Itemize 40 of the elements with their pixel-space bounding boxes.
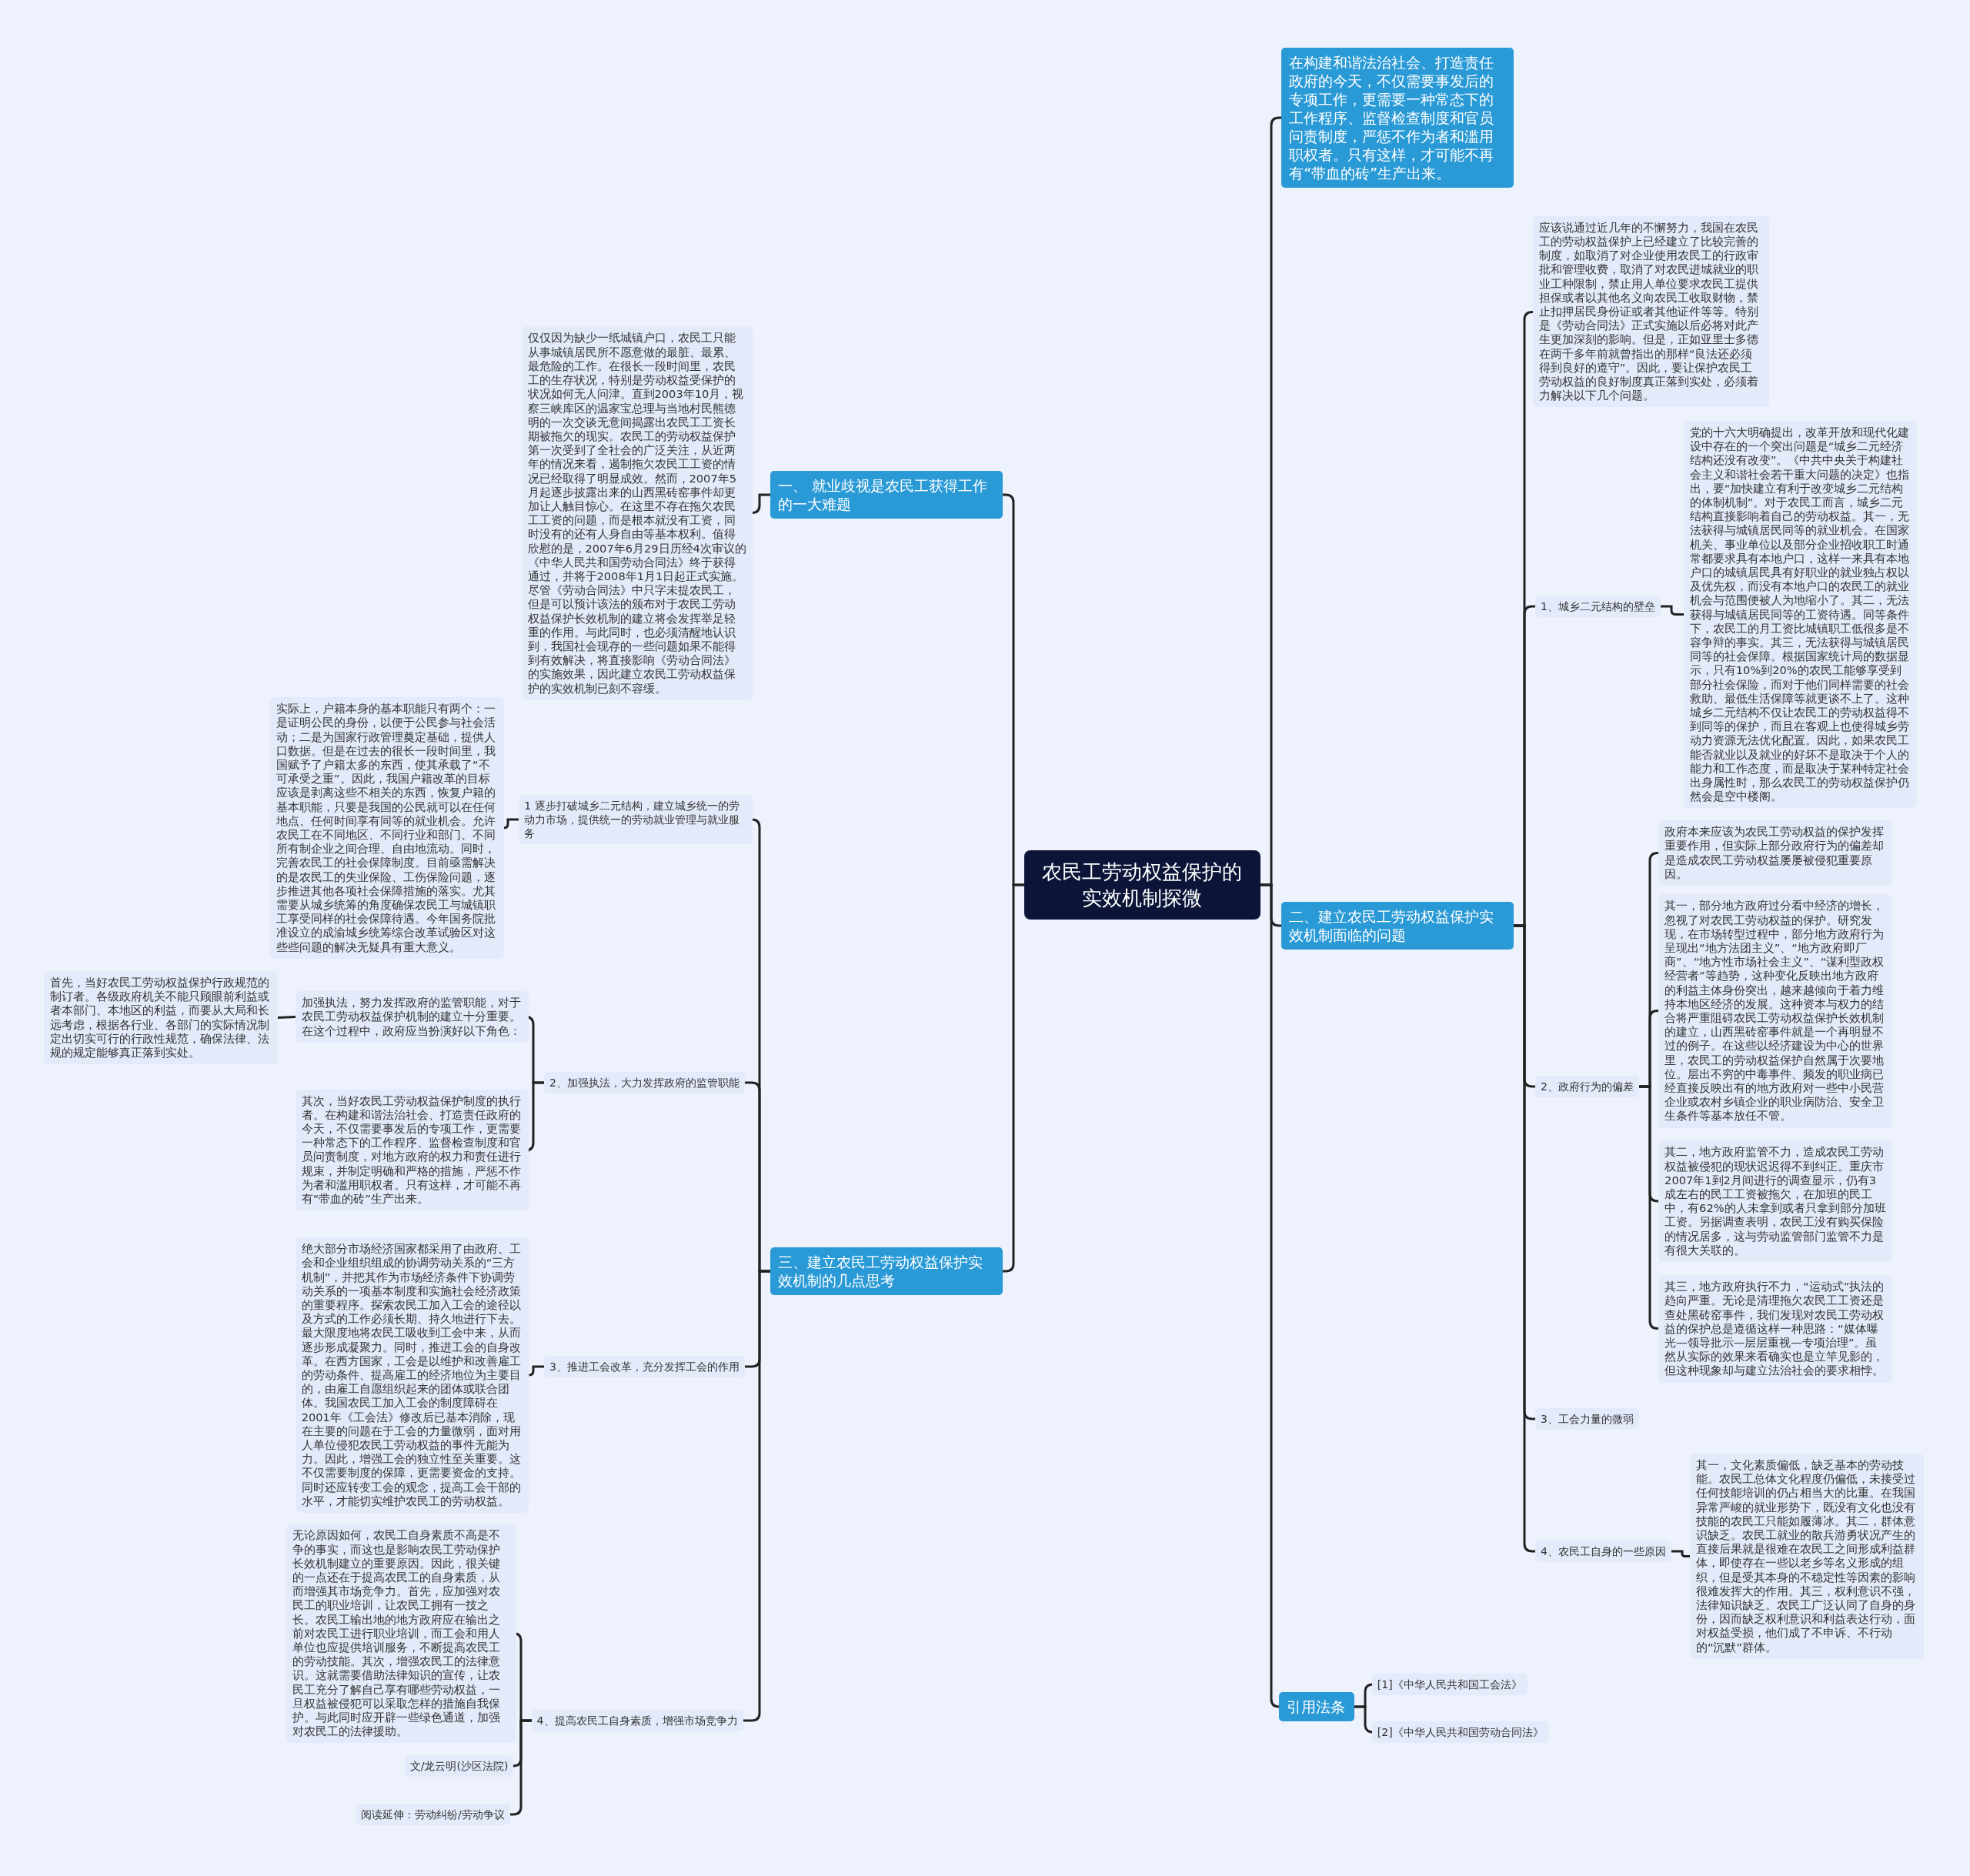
subtopic-box: 4、农民工自身的一些原因 <box>1535 1540 1671 1562</box>
subtopic-box: 1、城乡二元结构的壁垒 <box>1535 595 1661 617</box>
text-card: 应该说通过近几年的不懈努力，我国在农民工的劳动权益保护上已经建立了比较完善的制度，如取消了对企业使用农民工的行政审批和管理收费，取消了对农民进城就业的职业工种限制，禁止用人单位要求农民工提供担保或者以其他名义向农民工收取财物，禁止扣押居民身份证或者其他证件等等。特别是《劳动合同法》正式实施以后必将对此产生更加深刻的影响。但是，正如亚里士多德在两千多年前就曾指出的那样“良法还必须得到良好的遵守”。因此，要让保护农民工劳动权益的良好制度真正落到实处，必须着力解决以下几个问题。 <box>1532 215 1769 408</box>
text-card: 党的十六大明确提出，改革开放和现代化建设中存在的一个突出问题是“城乡二元经济结构还没有改变”。《中共中央关于构建社会主义和谐社会若干重大问题的决定》也指出，要“加快建立有利于改变城乡二元结构的体制机制”。对于农民工而言，城乡二元结构直接影响着自己的劳动权益。其一，无法获得与城镇居民同等的就业机会。在国家机关、事业单位以及部分企业招收职工时通常都要求具有本地户口，这样一来具有本地户口的城镇居民具有好职业的就业独占权以及优先权，而没有本地户口的农民工的就业机会与范围便被人为地缩小了。其二，无法获得与城镇居民同等的工资待遇。同等条件下，农民工的月工资比城镇职工低很多是不容争辩的事实。其三，无法获得与城镇居民同等的社会保障。根据国家统计局的数据显示，只有10%到20%的农民工能够享受到部分社会保险，而对于他们同样需要的社会救助、最低生活保障等就更谈不上了。这种城乡二元结构不仅让农民工的劳动权益得不到同等的保护，而且在客观上也使得城乡劳动力资源无法优化配置。因此，如果农民工能否就业以及就业的好坏不是取决于个人的能力和工作态度，而是取决于某种特定社会出身属性时，那么农民工的劳动权益保护仍然会是空中楼阁。 <box>1683 420 1918 809</box>
text-card: 其次，当好农民工劳动权益保护制度的执行者。在构建和谐法治社会、打造责任政府的今天，不仅需要事发后的专项工作，更需要一种常态下的工作程序、监督检查制度和官员问责制度，对地方政府的权力和责任进行规束，并制定明确和严格的措施，严惩不作为者和滥用职权者。只有这样，才可能不再有“带血的砖”生产出来。 <box>295 1089 529 1211</box>
text-card: 其二，地方政府监管不力，造成农民工劳动权益被侵犯的现状迟迟得不到纠正。重庆市2007年1到2月间进行的调查显示，仍有3成左右的民工工资被拖欠，在加班的民工中，有62%的人未拿到或者只拿到部分加班工资。另据调查表明，农民工没有购买保险的情况居多，这与劳动监管部门监管不力是有很大关联的。 <box>1658 1140 1892 1263</box>
subtopic-box: 2、加强执法，大力发挥政府的监管职能 <box>543 1071 745 1093</box>
text-card: 加强执法，努力发挥政府的监管职能，对于农民工劳动权益保护机制的建立十分重要。在这个过程中，政府应当扮演好以下角色： <box>295 991 529 1043</box>
text-card: 无论原因如何，农民工自身素质不高是不争的事实，而这也是影响农民工劳动保护长效机制建立的重要原因。因此，很关键的一点还在于提高农民工的自身素质，从而增强其市场竞争力。首先，应加强对农民工的职业培训，让农民工拥有一技之长。农民工输出地的地方政府应在输出之前对农民工进行职业培训，而工会和用人单位也应提供培训服务，不断提高农民工的劳动技能。其次，增强农民工的法律意识。这就需要借助法律知识的宣传，让农民工充分了解自己享有哪些劳动权益，一旦权益被侵犯可以采取怎样的措施自我保护。与此同时应开辟一些绿色通道，加强对农民工的法律援助。 <box>286 1524 516 1744</box>
subtopic-box: 阅读延伸：劳动纠纷/劳动争议 <box>356 1804 510 1826</box>
subtopic-box: [2]《中华人民共和国劳动合同法》 <box>1371 1721 1549 1743</box>
connector-line <box>1661 605 1684 616</box>
subtopic-box: 3、推进工会改革，充分发挥工会的作用 <box>543 1355 745 1377</box>
subtopic-box: 1 逐步打破城乡二元结构，建立城乡统一的劳动力市场，提供统一的劳动就业管理与就业服务 <box>519 795 753 845</box>
subtopic-box: [1]《中华人民共和国工会法》 <box>1371 1673 1528 1695</box>
subtopic-box: 文/龙云明(沙区法院) <box>404 1754 514 1777</box>
connector-line <box>1639 1085 1659 1330</box>
branch-box: 二、建立农民工劳动权益保护实效机制面临的问题 <box>1281 902 1514 950</box>
connector-line <box>503 818 519 830</box>
text-card: 政府本来应该为农民工劳动权益的保护发挥重要作用，但实际上部分政府行为的偏差却是造成农民工劳动权益屡屡被侵犯重要原因。 <box>1658 820 1892 886</box>
central-topic: 农民工劳动权益保护的实效机制探微 <box>1023 850 1260 920</box>
subtopic-box: 4、提高农民工自身素质，增强市场竞争力 <box>531 1710 743 1732</box>
text-card: 其一，文化素质偏低，缺乏基本的劳动技能。农民工总体文化程度仍偏低，未接受过任何技能培训的仍占相当大的比重。在我国异常严峻的就业形势下，既没有文化也没有技能的农民工只能如履薄冰。其二，群体意识缺乏。农民工就业的散兵游勇状况产生的直接后果就是很难在农民工之间形成利益群体，即使存在一些以老乡等名义形成的组织，但是受其本身的不稳定性等因素的影响很难发挥大的作用。其三，权利意识不强，法律知识缺乏。农民工广泛认同了自身的身份，因而缺乏权利意识和利益表达行动，面对权益受损，他们成了不申诉、不行动的“沉默”群体。 <box>1689 1453 1924 1659</box>
text-card: 其一，部分地方政府过分看中经济的增长，忽视了对农民工劳动权益的保护。研究发现，在市场转型过程中，部分地方政府行为呈现出“地方法团主义”、“地方政府即厂商”、“地方性市场社会主义”、“谋利型政权经营者”等趋势，这种变化反映出地方政府的利益主体身份突出，越来越倾向于着力维持本地区经济的发展。这种资本与权力的结合将严重阻碍农民工劳动权益保护长效机制的建立，山西黑砖窑事件就是一个再明显不过的例子。在这些以经济建设为中心的世界里，农民工的劳动权益保护自然属于次要地位。层出不穷的中毒事件、频发的职业病已经直接反映出有的地方政府对一些中小民营企业或农村乡镇企业的职业病防治、安全卫生条件等基本放任不管。 <box>1658 894 1892 1128</box>
branch-box: 一、 就业歧视是农民工获得工作的一大难题 <box>770 471 1003 519</box>
text-card: 其三，地方政府执行不力，“运动式”执法的趋向严重。无论是清理拖欠农民工工资还是查处黑砖窑事件，我们发现对农民工劳动权益的保护总是遵循这样一种思路：“媒体曝光—领导批示—层层重视—专项治理”。虽然从实际的效果来看确实也是立竿见影的，但这种现象却与建立法治社会的要求相悖。 <box>1658 1275 1892 1383</box>
text-card: 绝大部分市场经济国家都采用了由政府、工会和企业组织组成的协调劳动关系的“三方机制”，并把其作为市场经济条件下协调劳动关系的一项基本制度和实施社会经济政策的重要程序。探索农民工加入工会的途径以及方式的工作必须长期、持久地进行下去。最大限度地将农民工吸收到工会中来，从而逐步形成凝聚力。同时，推进工会的自身改革。在西方国家，工会是以维护和改善雇工的劳动条件、提高雇工的经济地位为主要目的，由雇工自愿组织起来的团体或联合团体。我国农民工加入工会的制度障碍在2001年《工会法》修改后已基本消除，现在主要的问题在于工会的力量微弱，面对用人单位侵犯农民工劳动权益的事件无能为力。因此，增强工会的独立性至关重要。这不仅需要制度的保障，更需要资金的支持。同时还应转变工会的观念，提高工会干部的水平，才能切实维护农民工的劳动权益。 <box>295 1237 529 1513</box>
subtopic-box: 3、工会力量的微弱 <box>1535 1408 1639 1430</box>
text-card: 首先，当好农民工劳动权益保护行政规范的制订者。各级政府机关不能只顾眼前利益或者本部门、本地区的利益，而要从大局和长远考虑，根据各行业、各部门的实际情况制定出切实可行的行政性规范，确保法律、法规的规定能够真正落到实处。 <box>44 971 278 1065</box>
branch-box: 三、建立农民工劳动权益保护实效机制的几点思考 <box>770 1247 1003 1296</box>
branch-box: 引用法条 <box>1279 1692 1354 1722</box>
branch-box: 在构建和谐法治社会、打造责任政府的今天，不仅需要事发后的专项工作，更需要一种常态下的工作程序、监督检查制度和官员问责制度，严惩不作为者和滥用职权者。只有这样，才可能不再有“带血的砖”生产出来。 <box>1281 48 1514 189</box>
text-card: 仅仅因为缺少一纸城镇户口，农民工只能从事城镇居民所不愿意做的最脏、最累、最危险的工作。在很长一段时间里，农民工的生存状况，特别是劳动权益受保护的状况如何无人问津。直到2003年10月，视察三峡库区的温家宝总理与当地村民熊德明的一次交谈无意间揭露出农民工工资长期被拖欠的现实。农民工的劳动权益保护第一次受到了全社会的广泛关注，从近两年的情况来看，遏制拖欠农民工工资的情况已经取得了明显成效。然而，2007年5月起逐步披露出来的山西黑砖窑事件却更加让人触目惊心。在这里不存在拖欠农民工工资的问题，而是根本就没有工资，同时没有的还有人身自由等基本权利。值得欣慰的是，2007年6月29日历经4次审议的《中华人民共和国劳动合同法》终于获得通过，并将于2008年1月1日起正式实施。尽管《劳动合同法》中只字未提农民工，但是可以预计该法的颁布对于农民工劳动权益保护长效机制的建立将会发挥举足轻重的作用。与此同时，也必须清醒地认识到，我国社会现存的一些问题如果不能得到有效解决，将直接影响《劳动合同法》的实施效果，因此建立农民工劳动权益保护的实效机制已刻不容缓。 <box>521 326 753 700</box>
connector-line <box>528 1365 544 1377</box>
connector-line <box>277 1016 296 1019</box>
connector-line <box>743 1270 770 1722</box>
subtopic-box: 2、政府行为的偏差 <box>1535 1075 1639 1097</box>
connector-line <box>1260 883 1280 1708</box>
connector-line <box>1671 1550 1690 1557</box>
text-card: 实际上，户籍本身的基本职能只有两个：一是证明公民的身份，以便于公民参与社会活动；二是为国家行政管理奠定基础，提供人口数据。但是在过去的很长一段时间里，我国赋予了户籍太多的东西，使其承载了“不可承受之重”。因此，我国户籍改革的目标应该是剥离这些不相关的东西，恢复户籍的基本职能，只要是我国的公民就可以在任何地点、任何时间享有同等的就业机会。允许农民工在不同地区、不同行业和部门、不同所有制企业之间合理、自由地流动。同时，完善农民工的社会保障制度。目前亟需解决的是农民工的失业保险、工伤保险问题，逐步推进其他各项社会保障措施的落实。尤其需要从城乡统筹的角度确保农民工与城镇职工享受同样的社会保障待遇。今年国务院批准设立的成渝城乡统筹综合改革试验区对这些些问题的解决无疑具有重大意义。 <box>270 697 504 959</box>
